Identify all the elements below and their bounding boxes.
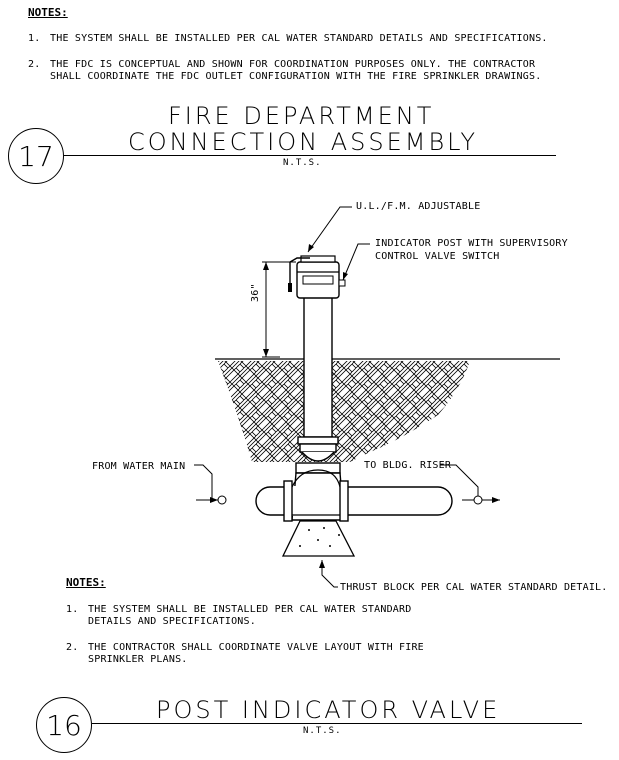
bottom-note-1-number: 1. xyxy=(66,604,79,615)
soil-hatch xyxy=(218,361,470,462)
top-note-2-number: 2. xyxy=(28,59,41,70)
top-note-1-number: 1. xyxy=(28,33,41,44)
indicator-post-label-line-1: INDICATOR POST WITH SUPERVISORY xyxy=(375,238,568,249)
to-bldg-riser-label: TO BLDG. RISER xyxy=(364,460,452,471)
detail-16-title: POST INDICATOR VALVE xyxy=(156,696,501,724)
bottom-note-2-line-1: THE CONTRACTOR SHALL COORDINATE VALVE LA… xyxy=(88,642,424,653)
indicator-post xyxy=(303,296,333,438)
dimension-36-label: 36" xyxy=(250,283,261,302)
bottom-note-2-line-2: SPRINKLER PLANS. xyxy=(88,654,188,665)
bottom-note-2-number: 2. xyxy=(66,642,79,653)
top-notes-header: NOTES: xyxy=(28,6,68,19)
bottom-note-1-line-1: THE SYSTEM SHALL BE INSTALLED PER CAL WA… xyxy=(88,604,412,615)
top-note-2-line-1: THE FDC IS CONCEPTUAL AND SHOWN FOR COOR… xyxy=(50,59,536,70)
indicator-post-label-line-2: CONTROL VALVE SWITCH xyxy=(375,251,500,262)
thrust-block-label: THRUST BLOCK PER CAL WATER STANDARD DETA… xyxy=(340,582,608,593)
bottom-notes-header: NOTES: xyxy=(66,576,106,589)
detail-17-title-line-2: CONNECTION ASSEMBLY xyxy=(128,128,479,156)
detail-17-number: 17 xyxy=(18,139,54,173)
detail-16-scale: N.T.S. xyxy=(303,726,342,736)
top-note-2-line-2: SHALL COORDINATE THE FDC OUTLET CONFIGUR… xyxy=(50,71,542,82)
detail-16-number: 16 xyxy=(46,708,82,742)
detail-16-number-circle: 16 xyxy=(36,697,92,753)
top-note-1-line-1: THE SYSTEM SHALL BE INSTALLED PER CAL WA… xyxy=(50,33,548,44)
detail-17-title-line-1: FIRE DEPARTMENT xyxy=(168,102,435,130)
detail-17-number-circle: 17 xyxy=(8,128,64,184)
detail-17-title-rule xyxy=(64,155,556,156)
bottom-note-1-line-2: DETAILS AND SPECIFICATIONS. xyxy=(88,616,256,627)
detail-17-scale: N.T.S. xyxy=(283,158,322,168)
adjustable-label: U.L./F.M. ADJUSTABLE xyxy=(356,201,481,212)
thrust-block xyxy=(281,520,356,557)
water-pipe xyxy=(255,486,453,516)
detail-16-title-rule xyxy=(92,723,582,724)
from-water-main-label: FROM WATER MAIN xyxy=(92,461,186,472)
